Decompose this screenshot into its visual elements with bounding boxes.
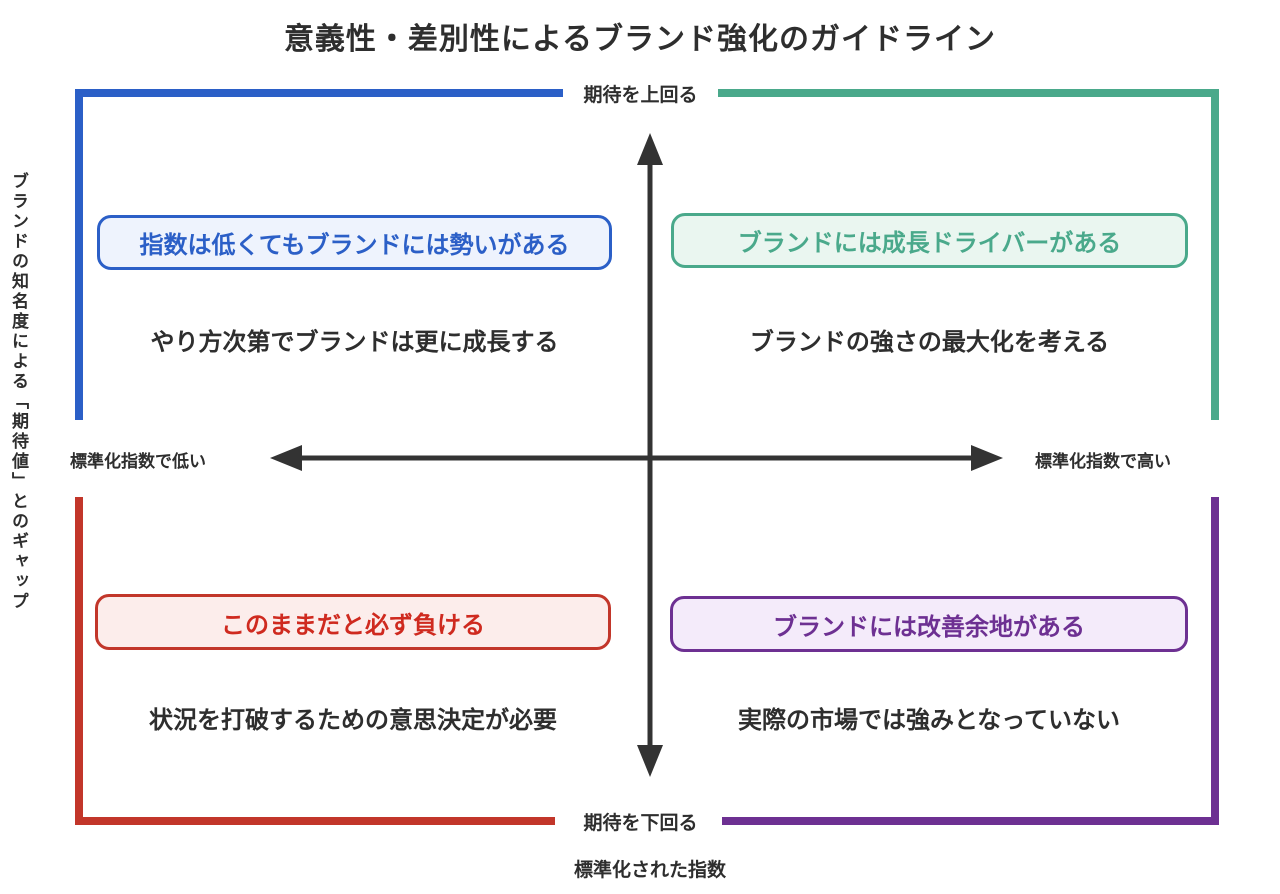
bracket-top-left (75, 89, 563, 420)
description-top-left: やり方次第でブランドは更に成長する (150, 329, 559, 356)
description-bottom-right: 実際の市場では強みとなっていない (737, 707, 1121, 734)
x-axis-label-low: 標準化指数で低い (70, 452, 206, 471)
bracket-top-right (718, 89, 1219, 420)
diagram-title: 意義性・差別性によるブランド強化のガイドライン (283, 23, 997, 56)
bracket-bottom-right (722, 497, 1219, 825)
x-axis-title: 標準化された指数 (573, 860, 726, 881)
badge-top-left: 指数は低くてもブランドには勢いがある (97, 215, 612, 270)
description-bottom-left: 状況を打破するための意思決定が必要 (149, 707, 557, 734)
bracket-bottom-left (75, 497, 555, 825)
x-axis-label-high: 標準化指数で高い (1035, 452, 1171, 471)
badge-top-right: ブランドには成長ドライバーがある (671, 213, 1188, 268)
horizontal-axis-arrow (270, 445, 1003, 471)
y-axis-title: ブランドの知名度による「期待値」とのギャップ (9, 172, 28, 612)
vertical-axis-arrow (637, 133, 663, 777)
top-axis-label: 期待を上回る (583, 85, 698, 106)
badge-bottom-right: ブランドには改善余地がある (670, 596, 1188, 652)
bottom-axis-label: 期待を下回る (583, 813, 698, 834)
description-top-right: ブランドの強さの最大化を考える (749, 329, 1110, 356)
badge-bottom-left: このままだと必ず負ける (95, 594, 611, 650)
